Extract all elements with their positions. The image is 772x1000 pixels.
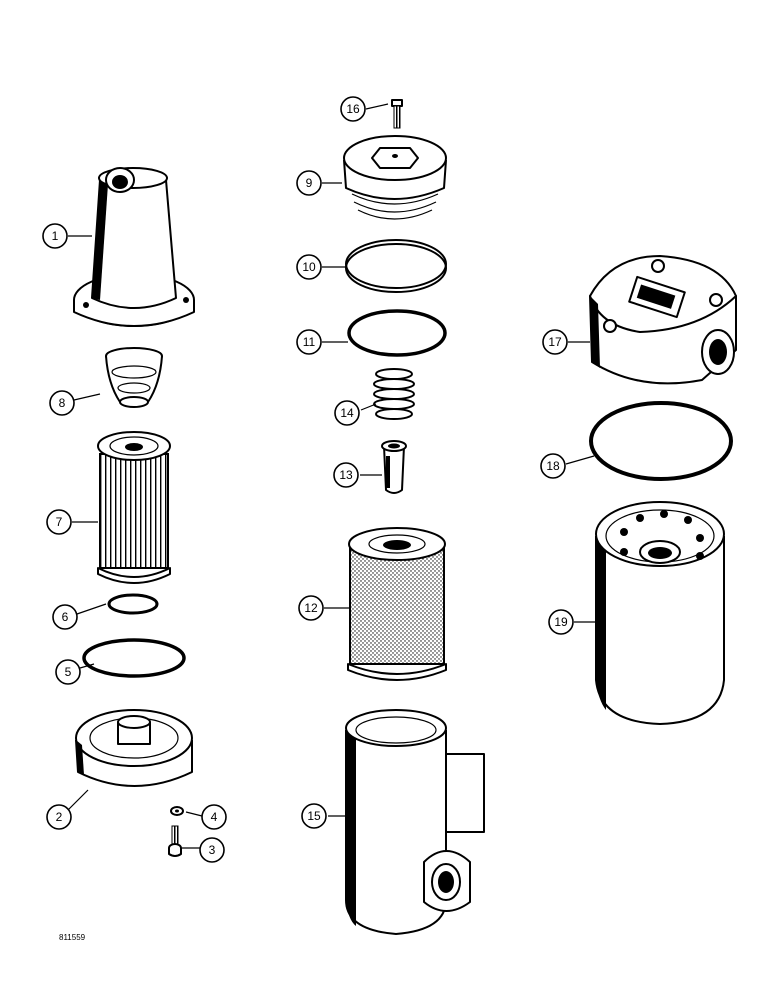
- part-16-screw: [391, 99, 403, 129]
- callout-7-label: 7: [56, 515, 63, 529]
- part-6-small-o-ring: [107, 593, 159, 615]
- callout-5: 5: [55, 659, 81, 685]
- callout-12: 12: [298, 595, 324, 621]
- callout-12-label: 12: [304, 601, 318, 615]
- callout-13-label: 13: [339, 468, 353, 482]
- callout-14: 14: [334, 400, 360, 426]
- callout-19: 19: [548, 609, 574, 635]
- part-9-threaded-cap: [343, 135, 447, 220]
- callout-1-label: 1: [52, 229, 59, 243]
- part-10-ring: [345, 239, 447, 293]
- callout-13: 13: [333, 462, 359, 488]
- callout-17: 17: [542, 329, 568, 355]
- callout-4-label: 4: [211, 810, 218, 824]
- callout-15: 15: [301, 803, 327, 829]
- callout-3-label: 3: [209, 843, 216, 857]
- callout-9: 9: [296, 170, 322, 196]
- callout-5-label: 5: [65, 665, 72, 679]
- callout-9-label: 9: [306, 176, 313, 190]
- part-15-bowl: [345, 709, 485, 935]
- callout-6-label: 6: [62, 610, 69, 624]
- callout-8: 8: [49, 390, 75, 416]
- part-5-large-o-ring: [82, 638, 186, 678]
- callout-16: 16: [340, 96, 366, 122]
- callout-16-label: 16: [346, 102, 360, 116]
- callout-11: 11: [296, 329, 322, 355]
- part-4-washer: [170, 806, 184, 816]
- part-11-o-ring: [347, 309, 447, 357]
- drawing-reference-number: 811559: [59, 933, 86, 942]
- callout-10-label: 10: [302, 260, 316, 274]
- part-12-mesh-element: [347, 527, 447, 681]
- callout-10: 10: [296, 254, 322, 280]
- callout-1: 1: [42, 223, 68, 249]
- callout-2-label: 2: [56, 810, 63, 824]
- part-1-filter-head: [73, 167, 195, 327]
- part-18-large-o-ring: [589, 401, 733, 481]
- callout-4: 4: [201, 804, 227, 830]
- part-7-pleated-element: [97, 431, 171, 584]
- part-3-bolt: [168, 825, 182, 857]
- part-19-spin-on-filter: [595, 501, 725, 725]
- callout-leaders: [67, 103, 596, 849]
- callout-18-label: 18: [546, 459, 560, 473]
- callout-19-label: 19: [554, 615, 568, 629]
- part-8-spring-cup: [105, 347, 163, 408]
- callout-14-label: 14: [340, 406, 354, 420]
- part-13-valve: [381, 440, 407, 494]
- callout-8-label: 8: [59, 396, 66, 410]
- callout-11-label: 11: [303, 335, 316, 349]
- part-17-filter-head-block: [589, 255, 737, 385]
- callout-15-label: 15: [307, 809, 321, 823]
- callout-7: 7: [46, 509, 72, 535]
- callout-17-label: 17: [548, 335, 562, 349]
- part-14-spring: [373, 368, 415, 420]
- callout-18: 18: [540, 453, 566, 479]
- callout-2: 2: [46, 804, 72, 830]
- part-2-base: [75, 709, 193, 787]
- callout-6: 6: [52, 604, 78, 630]
- callout-3: 3: [199, 837, 225, 863]
